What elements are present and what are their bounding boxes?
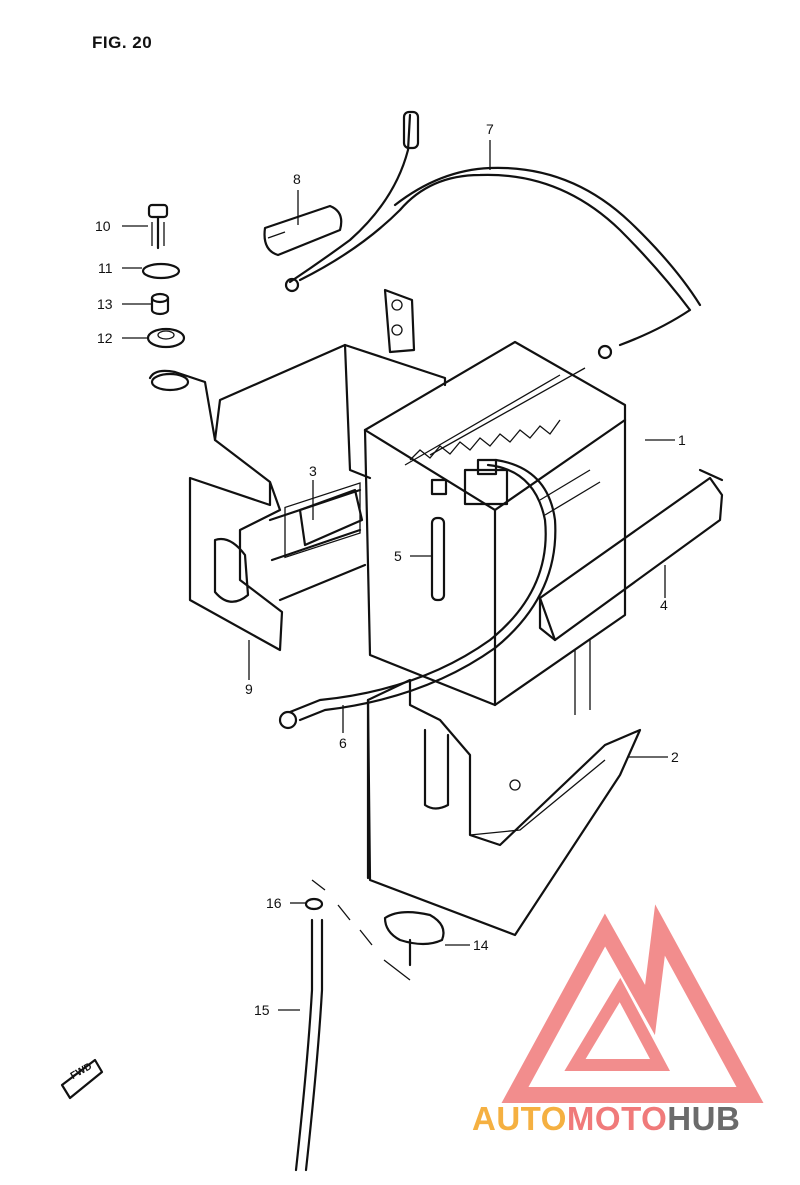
callout-3: 3 <box>309 463 317 479</box>
callout-9: 9 <box>245 681 253 697</box>
part-2-battery-case <box>366 640 642 937</box>
watermark-moto: MOTO <box>566 1100 668 1137</box>
watermark-logo-icon <box>501 904 764 1103</box>
watermark-auto: AUTO <box>472 1100 567 1137</box>
part-12-grommet <box>146 327 186 349</box>
callout-15: 15 <box>254 1002 270 1018</box>
callout-2: 2 <box>671 749 679 765</box>
part-9-battery-holder <box>148 288 447 652</box>
callout-11: 11 <box>98 260 113 276</box>
part-15-vent-hose <box>294 918 324 1172</box>
assembly-guide-line <box>311 879 411 981</box>
callout-10: 10 <box>95 218 111 234</box>
callout-6: 6 <box>339 735 347 751</box>
part-6-cable <box>278 458 557 730</box>
callout-13: 13 <box>97 296 113 312</box>
part-8-terminal-cover <box>263 204 343 257</box>
part-16-clamp <box>304 897 324 911</box>
callout-7: 7 <box>486 121 494 137</box>
callout-4: 4 <box>660 597 668 613</box>
callout-16: 16 <box>266 895 282 911</box>
callout-1: 1 <box>678 432 686 448</box>
part-4-strap <box>538 468 724 642</box>
watermark-hub: HUB <box>667 1100 741 1137</box>
leader-lines <box>122 140 675 1011</box>
callout-12: 12 <box>97 330 113 346</box>
callout-14: 14 <box>473 937 489 953</box>
figure-title: FIG. 20 <box>92 33 153 52</box>
part-11-washer <box>141 262 181 280</box>
fwd-arrow-icon <box>60 1058 104 1100</box>
part-7-cable <box>284 110 702 360</box>
callout-5: 5 <box>394 548 402 564</box>
part-3-cushion <box>298 488 364 547</box>
watermark-text: AUTOMOTOHUB <box>472 1100 740 1138</box>
part-1-battery <box>363 340 627 707</box>
part-5-breather-tube <box>430 516 446 602</box>
callout-8: 8 <box>293 171 301 187</box>
part-14-drain-cap <box>383 911 445 967</box>
part-13-collar <box>150 292 170 316</box>
part-10-bolt <box>147 203 169 250</box>
